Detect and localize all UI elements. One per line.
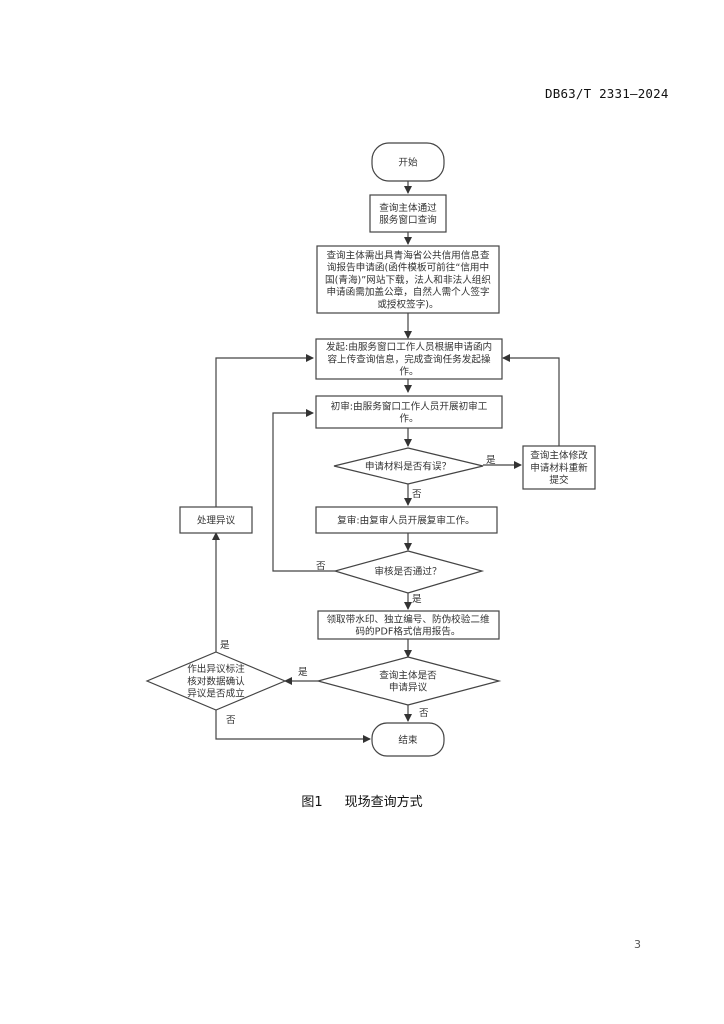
- node-text-line: 作。: [399, 413, 418, 425]
- figure-caption: 图1 现场查询方式: [0, 791, 724, 810]
- node-text-line: 作。: [399, 366, 418, 378]
- node-text-line: 询报告申请函(函件模板可前往“信用中: [327, 262, 489, 274]
- node-material-error: 申请材料是否有误？: [333, 447, 484, 485]
- edges: [212, 181, 560, 743]
- node-text-line: 申请材料是否有误？: [365, 460, 451, 472]
- node-text-line: 初审:由服务窗口工作人员开展初审工: [331, 400, 488, 412]
- edge-handle-to-initiate: [215, 354, 314, 507]
- node-text-line: 查询主体是否: [379, 669, 437, 681]
- node-text-line: 提交: [549, 474, 569, 486]
- label-objection-yes: 是: [298, 667, 308, 678]
- node-text-line: 查询主体需出具青海省公共信用信息查: [326, 250, 489, 262]
- standard-code: DB63/T 2331—2024: [545, 86, 669, 101]
- label-verify-no: 否: [226, 715, 236, 726]
- node-text-line: 查询主体修改: [530, 450, 588, 462]
- label-verify-yes: 是: [220, 640, 230, 651]
- figure-title: 现场查询方式: [344, 795, 423, 810]
- node-text-line: 服务窗口查询: [379, 214, 437, 226]
- node-text-line: 容上传查询信息，完成查询任务发起操: [327, 353, 490, 365]
- label-review-no: 否: [316, 561, 326, 572]
- page-number: 3: [634, 938, 641, 951]
- edge-resubmit-to-initiate: [502, 354, 560, 446]
- label-review-yes: 是: [412, 594, 422, 605]
- edge-review-no-to-first-review: [272, 409, 335, 572]
- node-text-line: 结束: [398, 734, 418, 746]
- node-text-line: 作出异议标注: [187, 663, 245, 675]
- node-text-line: 复审:由复审人员开展复审工作。: [337, 514, 475, 526]
- node-text-line: 处理异议: [197, 514, 236, 526]
- node-second-review: 复审:由复审人员开展复审工作。: [315, 506, 498, 534]
- node-issue-letter: 查询主体需出具青海省公共信用信息查询报告申请函(函件模板可前往“信用中国(青海)…: [316, 245, 500, 314]
- node-text-line: 国(青海)”网站下载，法人和非法人组织: [325, 274, 491, 286]
- node-end: 结束: [371, 722, 445, 757]
- node-text-line: 查询主体通过: [379, 202, 437, 214]
- node-text-line: 开始: [398, 156, 418, 168]
- node-text-line: 申请材料重新: [530, 462, 588, 474]
- node-review-passed: 审核是否通过？: [332, 550, 485, 594]
- node-text-line: 码的PDF格式信用报告。: [355, 626, 460, 638]
- figure-number: 图1: [301, 795, 323, 810]
- label-error-yes: 是: [486, 455, 496, 466]
- node-text-line: 申请函需加盖公章，自然人需个人签字: [326, 286, 489, 298]
- node-text-line: 核对数据确认: [187, 675, 245, 687]
- node-text-line: 或授权签字)。: [377, 298, 438, 310]
- node-text-line: 发起:由服务窗口工作人员根据申请函内: [326, 341, 492, 353]
- edge-verify-no-to-end: [215, 710, 371, 743]
- node-text-line: 领取带水印、独立编号、防伪校验二维: [326, 613, 489, 625]
- node-text-line: 申请异议: [389, 682, 428, 694]
- label-error-no: 否: [412, 489, 422, 500]
- node-text-line: 审核是否通过？: [374, 565, 441, 577]
- label-objection-no: 否: [419, 708, 429, 719]
- node-handle-objection: 处理异议: [179, 506, 253, 534]
- node-text-line: 异议是否成立: [187, 688, 245, 700]
- node-start: 开始: [371, 142, 445, 182]
